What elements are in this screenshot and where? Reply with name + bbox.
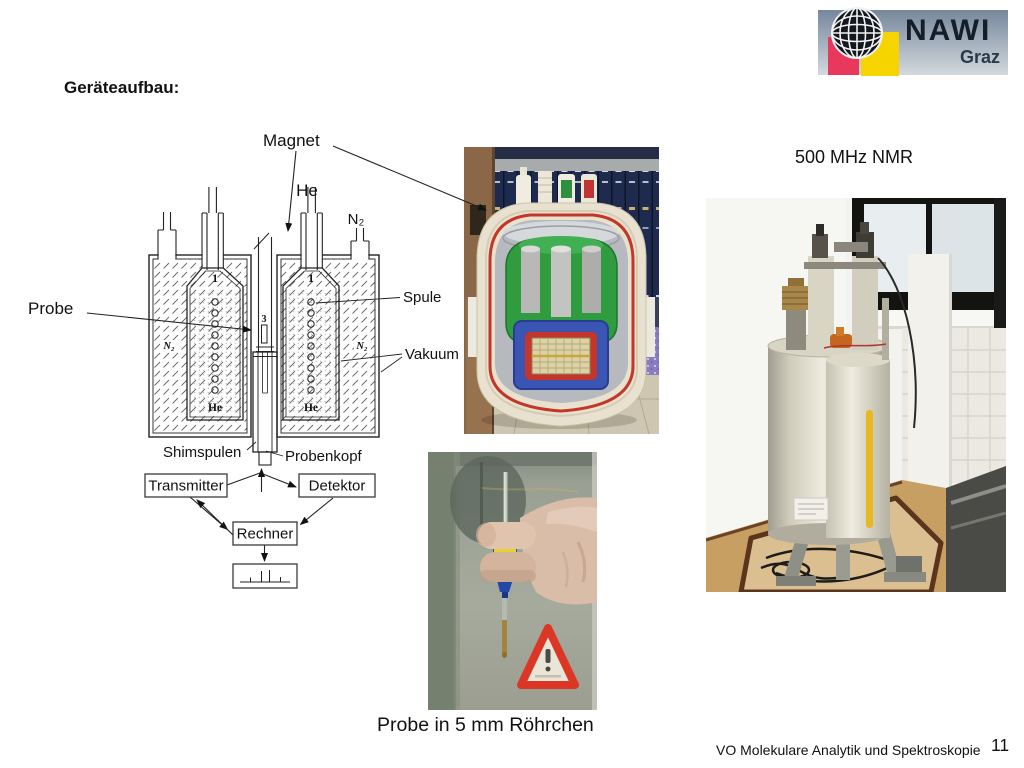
probe-head — [252, 351, 278, 453]
nmr-photo-caption: 500 MHz NMR — [795, 147, 914, 167]
helium-ports — [516, 167, 597, 209]
right-dewar: 1 He N₂ — [276, 187, 380, 438]
vakuum-label: Vakuum — [405, 346, 459, 363]
orange-valve — [830, 334, 852, 348]
transmitter-box — [144, 473, 228, 498]
he-inner-left-label: He — [208, 402, 222, 414]
page-number: 11 — [991, 735, 1010, 755]
nmr-schematic-diagram: 1 He N₂ — [28, 131, 487, 589]
bore-and-probe: 3 — [252, 232, 278, 466]
sample-liquid — [502, 620, 507, 654]
inner-cylinders — [521, 245, 601, 317]
n2-inner-right-label: N₂ — [355, 341, 368, 352]
rechner-label: Rechner — [237, 526, 294, 543]
he-inner-right-label: He — [304, 402, 318, 414]
magnet-cutaway-photo — [464, 147, 659, 434]
n2-inner-left-label: N₂ — [162, 341, 175, 352]
shimspulen-label: Shimspulen — [163, 444, 241, 461]
spectrum-output-box — [232, 563, 298, 589]
yellow-stripe — [866, 410, 873, 528]
rechner-box — [232, 521, 298, 546]
sample-tube-photo — [428, 452, 597, 710]
spule-label: Spule — [403, 289, 441, 306]
warning-triangle-icon — [517, 624, 579, 689]
logo-org-text: NAWI — [905, 14, 992, 47]
magnet-label: Magnet — [263, 131, 320, 150]
sample-number-label: 3 — [262, 314, 267, 325]
tube-photo-caption: Probe in 5 mm Röhrchen — [377, 714, 594, 736]
globe-icon — [831, 7, 883, 59]
probe-label: Probe — [28, 299, 73, 318]
logo-city-text: Graz — [959, 47, 1000, 67]
left-dewar: 1 He N₂ — [148, 187, 252, 438]
detektor-box — [298, 473, 376, 498]
coil-windings — [307, 298, 315, 394]
coil-windings — [211, 298, 219, 394]
vessel-number-label: 1 — [308, 271, 314, 285]
he-top-label: He — [296, 181, 318, 200]
nawi-graz-logo: NAWI Graz — [818, 7, 1008, 76]
detektor-label: Detektor — [309, 478, 366, 495]
footer-course-title: VO Molekulare Analytik und Spektroskopie — [716, 742, 981, 758]
hand — [476, 497, 597, 605]
page-title: Geräteaufbau: — [64, 78, 180, 97]
vessel-number-label: 1 — [212, 271, 218, 285]
nmr-spectrometer-photo — [706, 198, 1006, 592]
transmitter-label: Transmitter — [148, 478, 223, 495]
n2-top-label: N₂ — [348, 211, 365, 228]
leader-arrows — [86, 145, 487, 562]
probenkopf-label: Probenkopf — [285, 448, 363, 465]
